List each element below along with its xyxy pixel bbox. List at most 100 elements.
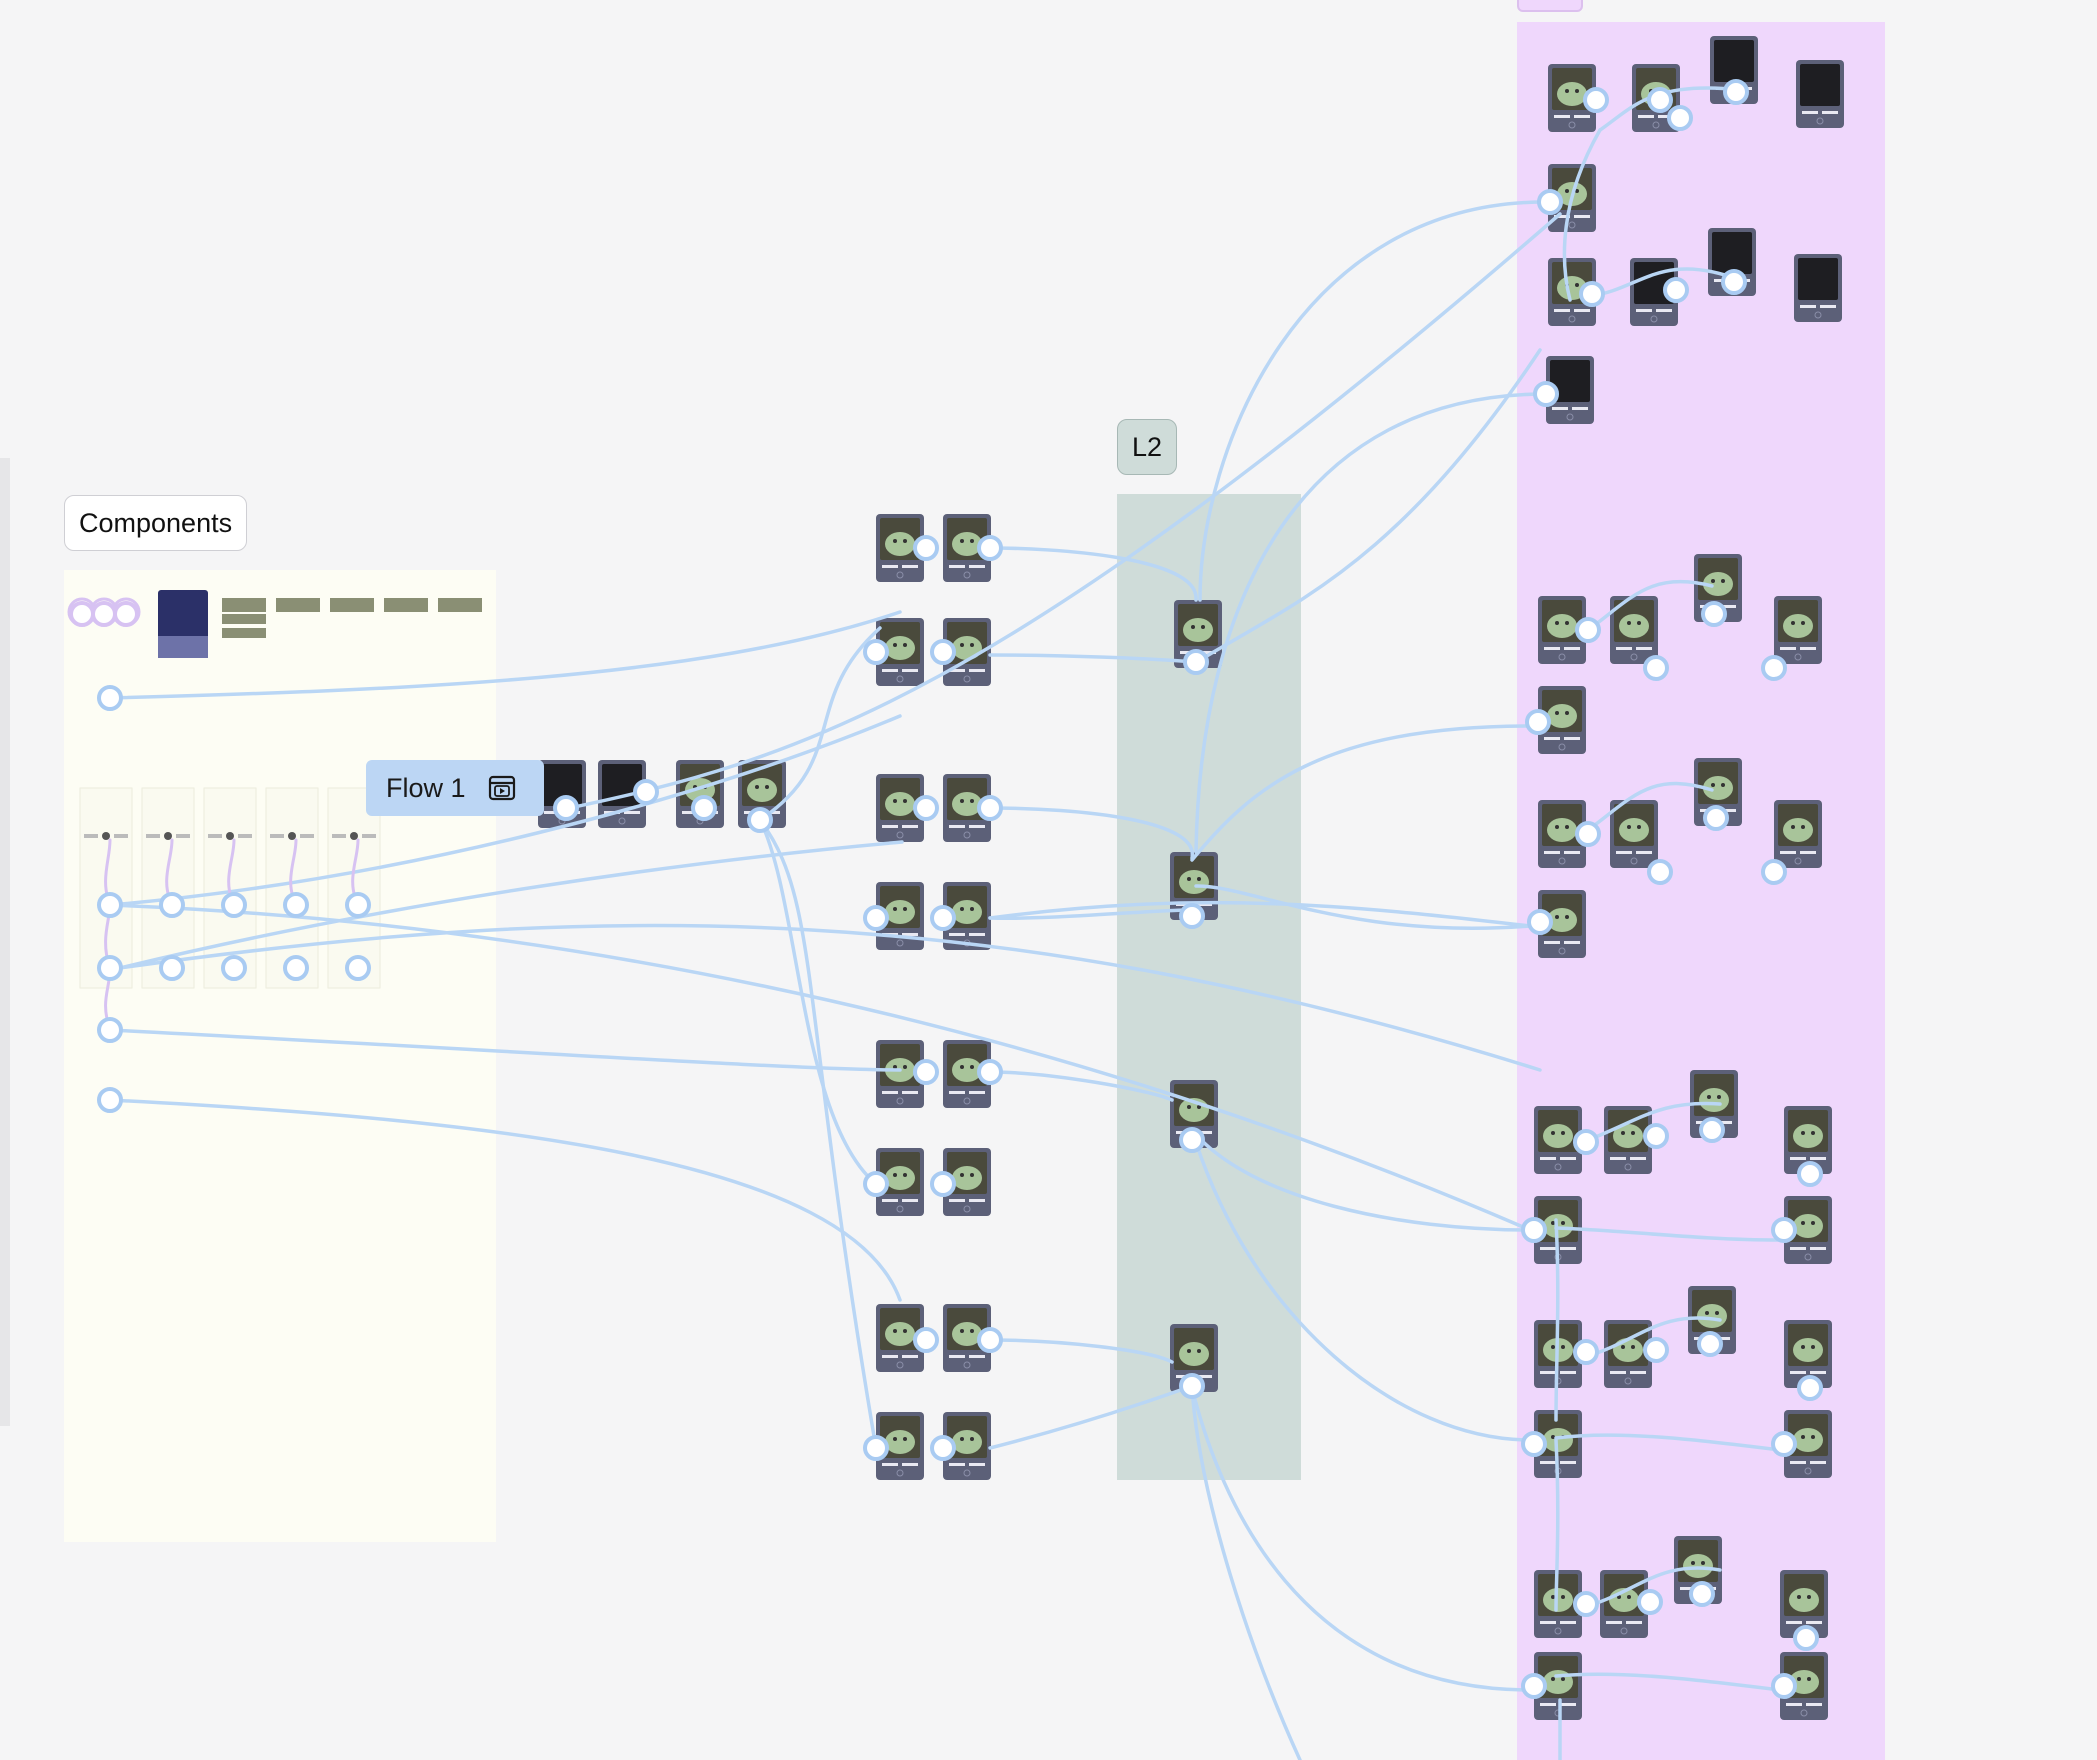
screen-bar[interactable] [1790, 1371, 1806, 1374]
screen-bar[interactable] [1552, 407, 1568, 410]
screen-home-dot[interactable] [1630, 653, 1638, 661]
screen-bar[interactable] [1540, 1703, 1556, 1706]
screen-home-dot[interactable] [1624, 1377, 1632, 1385]
play-window-icon[interactable] [488, 774, 515, 802]
screen-bar[interactable] [1630, 1371, 1646, 1374]
screen-home-dot[interactable] [1630, 857, 1638, 865]
screen-frame[interactable] [1784, 1196, 1832, 1264]
screen-bar[interactable] [624, 811, 640, 814]
screen-viewport[interactable] [1800, 64, 1840, 106]
screen-frame[interactable] [876, 774, 924, 842]
screen-frame[interactable] [943, 1304, 991, 1372]
screen-bar[interactable] [1560, 1371, 1576, 1374]
screen-bar[interactable] [969, 1091, 985, 1094]
screen-home-dot[interactable] [1620, 1627, 1628, 1635]
screen-bar[interactable] [1820, 305, 1836, 308]
screen-bar[interactable] [902, 1355, 918, 1358]
screen-frame[interactable] [1534, 1410, 1582, 1478]
screen-bar[interactable] [1800, 305, 1816, 308]
screen-frame[interactable] [1774, 800, 1822, 868]
screen-bar[interactable] [882, 1199, 898, 1202]
screen-home-dot[interactable] [1816, 117, 1824, 125]
screen-frame[interactable] [876, 618, 924, 686]
screen-home-dot[interactable] [896, 1361, 904, 1369]
screen-home-dot[interactable] [963, 1361, 971, 1369]
screen-home-dot[interactable] [963, 1097, 971, 1105]
screen-frame[interactable] [876, 1040, 924, 1108]
screen-bar[interactable] [949, 825, 965, 828]
screen-bar[interactable] [682, 811, 698, 814]
screen-frame[interactable] [1534, 1652, 1582, 1720]
components-section-region[interactable] [64, 570, 496, 1542]
screen-bar[interactable] [1574, 215, 1590, 218]
purple-section-label[interactable] [1517, 0, 1583, 12]
screen-bar[interactable] [1800, 647, 1816, 650]
screen-bar[interactable] [1638, 115, 1654, 118]
screen-home-dot[interactable] [963, 571, 971, 579]
screen-bar[interactable] [1574, 115, 1590, 118]
screen-viewport[interactable] [1714, 40, 1754, 82]
screen-home-dot[interactable] [1558, 857, 1566, 865]
screen-frame-dark[interactable] [1796, 60, 1844, 128]
screen-bar[interactable] [902, 1463, 918, 1466]
screen-frame-dark[interactable] [1546, 356, 1594, 424]
screen-bar[interactable] [1544, 647, 1560, 650]
screen-frame[interactable] [1780, 1652, 1828, 1720]
screen-home-dot[interactable] [1568, 221, 1576, 229]
screen-bar[interactable] [949, 1091, 965, 1094]
screen-bar[interactable] [1196, 1131, 1212, 1134]
screen-bar[interactable] [1616, 647, 1632, 650]
screen-home-dot[interactable] [1650, 315, 1658, 323]
screen-frame[interactable] [1784, 1106, 1832, 1174]
screen-home-dot[interactable] [1558, 653, 1566, 661]
screen-bar[interactable] [1658, 115, 1674, 118]
screen-frame[interactable] [943, 1412, 991, 1480]
screen-bar[interactable] [1554, 309, 1570, 312]
screen-frame[interactable] [1174, 600, 1222, 668]
screen-bar[interactable] [1564, 851, 1580, 854]
screen-bar[interactable] [1790, 1247, 1806, 1250]
screen-frame[interactable] [1784, 1410, 1832, 1478]
screen-home-dot[interactable] [1794, 857, 1802, 865]
screen-frame[interactable] [1604, 1106, 1652, 1174]
screen-bar[interactable] [1780, 647, 1796, 650]
screen-bar[interactable] [969, 933, 985, 936]
screen-bar[interactable] [1574, 309, 1590, 312]
screen-home-dot[interactable] [963, 675, 971, 683]
screen-bar[interactable] [1544, 737, 1560, 740]
screen-bar[interactable] [1610, 1157, 1626, 1160]
screen-bar[interactable] [882, 1463, 898, 1466]
screen-bar[interactable] [969, 1199, 985, 1202]
screen-frame[interactable] [1610, 596, 1658, 664]
screen-frame[interactable] [876, 1412, 924, 1480]
screen-home-dot[interactable] [896, 1205, 904, 1213]
screen-bar[interactable] [969, 565, 985, 568]
screen-bar[interactable] [1610, 1371, 1626, 1374]
screen-frame[interactable] [1610, 800, 1658, 868]
screen-home-dot[interactable] [1804, 1253, 1812, 1261]
screen-bar[interactable] [969, 1355, 985, 1358]
screen-home-dot[interactable] [963, 1469, 971, 1477]
screen-bar[interactable] [1196, 1375, 1212, 1378]
screen-bar[interactable] [1790, 1461, 1806, 1464]
screen-bar[interactable] [1200, 651, 1216, 654]
l2-section-label[interactable]: L2 [1117, 419, 1178, 475]
screen-frame[interactable] [1538, 800, 1586, 868]
screen-bar[interactable] [1560, 1247, 1576, 1250]
screen-bar[interactable] [1680, 1587, 1696, 1590]
screen-home-dot[interactable] [618, 817, 626, 825]
screen-bar[interactable] [1720, 605, 1736, 608]
screen-bar[interactable] [1810, 1157, 1826, 1160]
screen-frame-dark[interactable] [1794, 254, 1842, 322]
screen-home-dot[interactable] [896, 831, 904, 839]
screen-bar[interactable] [544, 811, 560, 814]
screen-bar[interactable] [902, 1091, 918, 1094]
screen-bar[interactable] [1560, 1703, 1576, 1706]
screen-frames[interactable] [538, 36, 1844, 1720]
screen-frame[interactable] [1548, 64, 1596, 132]
screen-bar[interactable] [949, 669, 965, 672]
screen-bar[interactable] [949, 565, 965, 568]
screen-home-dot[interactable] [963, 1205, 971, 1213]
screen-bar[interactable] [1540, 1247, 1556, 1250]
